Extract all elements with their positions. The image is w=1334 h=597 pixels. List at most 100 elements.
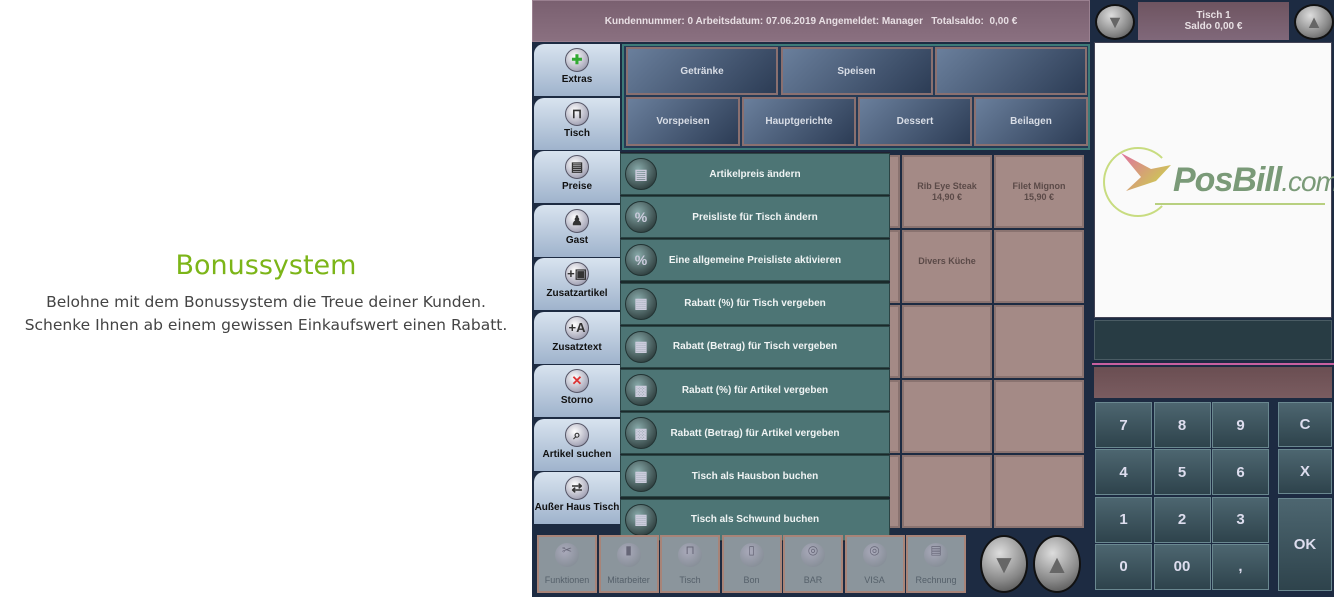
toolbar-label: Mitarbeiter (607, 575, 650, 585)
key-x[interactable]: X (1278, 449, 1332, 494)
menu-item[interactable]: ▩Rabatt (Betrag) für Artikel vergeben (620, 412, 890, 455)
arrow-down-icon: ▼ (1106, 11, 1124, 32)
tab-3[interactable]: ♟Gast (534, 204, 620, 257)
menu-item-label: Artikelpreis ändern (709, 168, 801, 180)
tab-label: Gast (565, 234, 589, 246)
menu-item[interactable]: ▦Tisch als Schwund buchen (620, 498, 890, 541)
toolbar-icon: ✂ (555, 543, 579, 567)
item-tile[interactable] (994, 455, 1084, 528)
logo-underline (1155, 203, 1325, 205)
status-text: Kundennummer: 0 Arbeitsdatum: 07.06.2019… (604, 15, 1018, 27)
tab-icon: +A (565, 315, 589, 340)
promo-section: Bonussystem Belohne mit dem Bonussystem … (0, 250, 532, 337)
toolbar-button[interactable]: ▯ Bon (721, 535, 782, 593)
tab-8[interactable]: ⇄Außer Haus Tisch (534, 472, 620, 524)
menu-item-icon: ▦ (625, 503, 657, 536)
tab-icon: ▤ (565, 155, 589, 179)
toolbar-label: Rechnung (915, 575, 957, 585)
category-button[interactable]: Speisen (780, 47, 933, 95)
tab-icon: ⇄ (565, 476, 589, 500)
menu-item-label: Eine allgemeine Preisliste aktivieren (668, 254, 842, 266)
receipt-panel: PosBill.com (1094, 42, 1334, 318)
subcategory-button[interactable]: Beilagen (974, 97, 1088, 146)
tab-7[interactable]: ⌕Artikel suchen (534, 418, 620, 471)
menu-item[interactable]: ▦ Rabatt (Betrag) für Tisch vergeben (620, 325, 890, 368)
tab-1[interactable]: ⊓Tisch (534, 97, 620, 150)
subcategory-button[interactable]: Dessert (858, 97, 972, 146)
menu-item[interactable]: ▤Artikelpreis ändern (620, 153, 890, 195)
category-button[interactable] (935, 47, 1087, 95)
toolbar-button[interactable]: ◎BAR (783, 535, 843, 593)
tab-label: Artikel suchen (542, 448, 612, 460)
tab-2[interactable]: ▤Preise (534, 151, 620, 203)
scroll-down-button[interactable]: ▼ (980, 535, 1028, 593)
item-tile[interactable] (994, 230, 1084, 303)
menu-item-label: Rabatt (%) für Artikel vergeben (681, 384, 829, 396)
menu-item-label: Tisch als Hausbon buchen (691, 470, 819, 482)
item-name: Filet Mignon (1012, 181, 1066, 191)
menu-item[interactable]: %Eine allgemeine Preisliste aktivieren (620, 239, 890, 282)
tab-icon: ✚ (565, 48, 589, 72)
toolbar-label: Funktionen (544, 575, 590, 585)
item-price: 15,90 € (1023, 192, 1055, 202)
status-bar: Kundennummer: 0 Arbeitsdatum: 07.06.2019… (532, 0, 1090, 42)
item-tile[interactable]: Divers Küche (902, 230, 992, 303)
key-ok[interactable]: OK (1278, 498, 1332, 591)
keypad-key[interactable]: 00 (1153, 543, 1211, 590)
keypad-key[interactable]: 2 (1153, 496, 1211, 543)
tab-0[interactable]: ✚Extras (534, 44, 620, 96)
item-tile[interactable] (902, 455, 992, 528)
toolbar-icon: ▯ (739, 543, 764, 567)
menu-item[interactable]: ▦Tisch als Hausbon buchen (620, 455, 890, 498)
keypad-key[interactable]: 0 (1095, 543, 1152, 590)
item-tile[interactable] (902, 380, 992, 453)
posbill-logo: PosBill.com (1173, 161, 1334, 199)
tab-icon: ⌕ (565, 422, 589, 447)
table-info: Tisch 1 Saldo 0,00 € (1138, 2, 1289, 40)
keypad-key[interactable]: , (1212, 543, 1269, 590)
info-panel (1094, 320, 1332, 360)
menu-item-icon: % (625, 201, 657, 234)
table-next-button[interactable]: ▲ (1294, 4, 1334, 40)
keypad-key[interactable]: 6 (1212, 449, 1269, 496)
toolbar-button[interactable]: ✂ Funktionen (537, 535, 597, 593)
keypad-key[interactable]: 8 (1153, 402, 1211, 448)
menu-item[interactable]: ▦Rabatt (%) für Tisch vergeben (620, 282, 890, 325)
keypad-key[interactable]: 4 (1095, 449, 1152, 496)
tab-icon: +▣ (565, 262, 589, 286)
keypad-key[interactable]: 9 (1212, 402, 1269, 448)
toolbar-label: Bon (743, 575, 760, 585)
menu-item-icon: ▦ (625, 330, 657, 363)
toolbar-button[interactable]: ▮Mitarbeiter (598, 535, 659, 593)
subcategory-button[interactable]: Vorspeisen (626, 97, 740, 146)
tab-4[interactable]: +▣Zusatzartikel (534, 258, 620, 310)
keypad-key[interactable]: 5 (1153, 449, 1211, 496)
menu-item-icon: ▩ (625, 374, 657, 406)
toolbar-button[interactable]: ▤Rechnung (906, 535, 966, 593)
toolbar-icon: ◎ (801, 543, 825, 567)
scroll-up-button[interactable]: ▲ (1033, 535, 1081, 593)
subcategory-button[interactable]: Hauptgerichte (742, 97, 856, 146)
key-clear[interactable]: C (1278, 402, 1332, 447)
item-tile[interactable] (994, 380, 1084, 453)
item-tile[interactable] (994, 305, 1084, 378)
item-tile[interactable] (902, 305, 992, 378)
keypad-key[interactable]: 3 (1212, 496, 1269, 543)
keypad-key[interactable]: 1 (1095, 496, 1152, 543)
toolbar-label: VISA (864, 575, 885, 585)
table-prev-button[interactable]: ▼ (1095, 4, 1135, 40)
menu-item[interactable]: % Preisliste für Tisch ändern (620, 196, 890, 239)
input-display[interactable] (1094, 367, 1332, 398)
menu-item-label: Rabatt (Betrag) für Tisch vergeben (672, 341, 838, 353)
toolbar-button[interactable]: ◎VISA (844, 535, 905, 593)
menu-item[interactable]: ▩ Rabatt (%) für Artikel vergeben (620, 369, 890, 411)
keypad-key[interactable]: 7 (1095, 402, 1152, 448)
menu-item-label: Preisliste für Tisch ändern (692, 211, 818, 223)
category-button[interactable]: Getränke (626, 47, 778, 95)
toolbar-button[interactable]: ⊓Tisch (660, 535, 720, 593)
tab-6[interactable]: ✕Storno (534, 365, 620, 417)
tab-icon: ⊓ (565, 101, 589, 126)
